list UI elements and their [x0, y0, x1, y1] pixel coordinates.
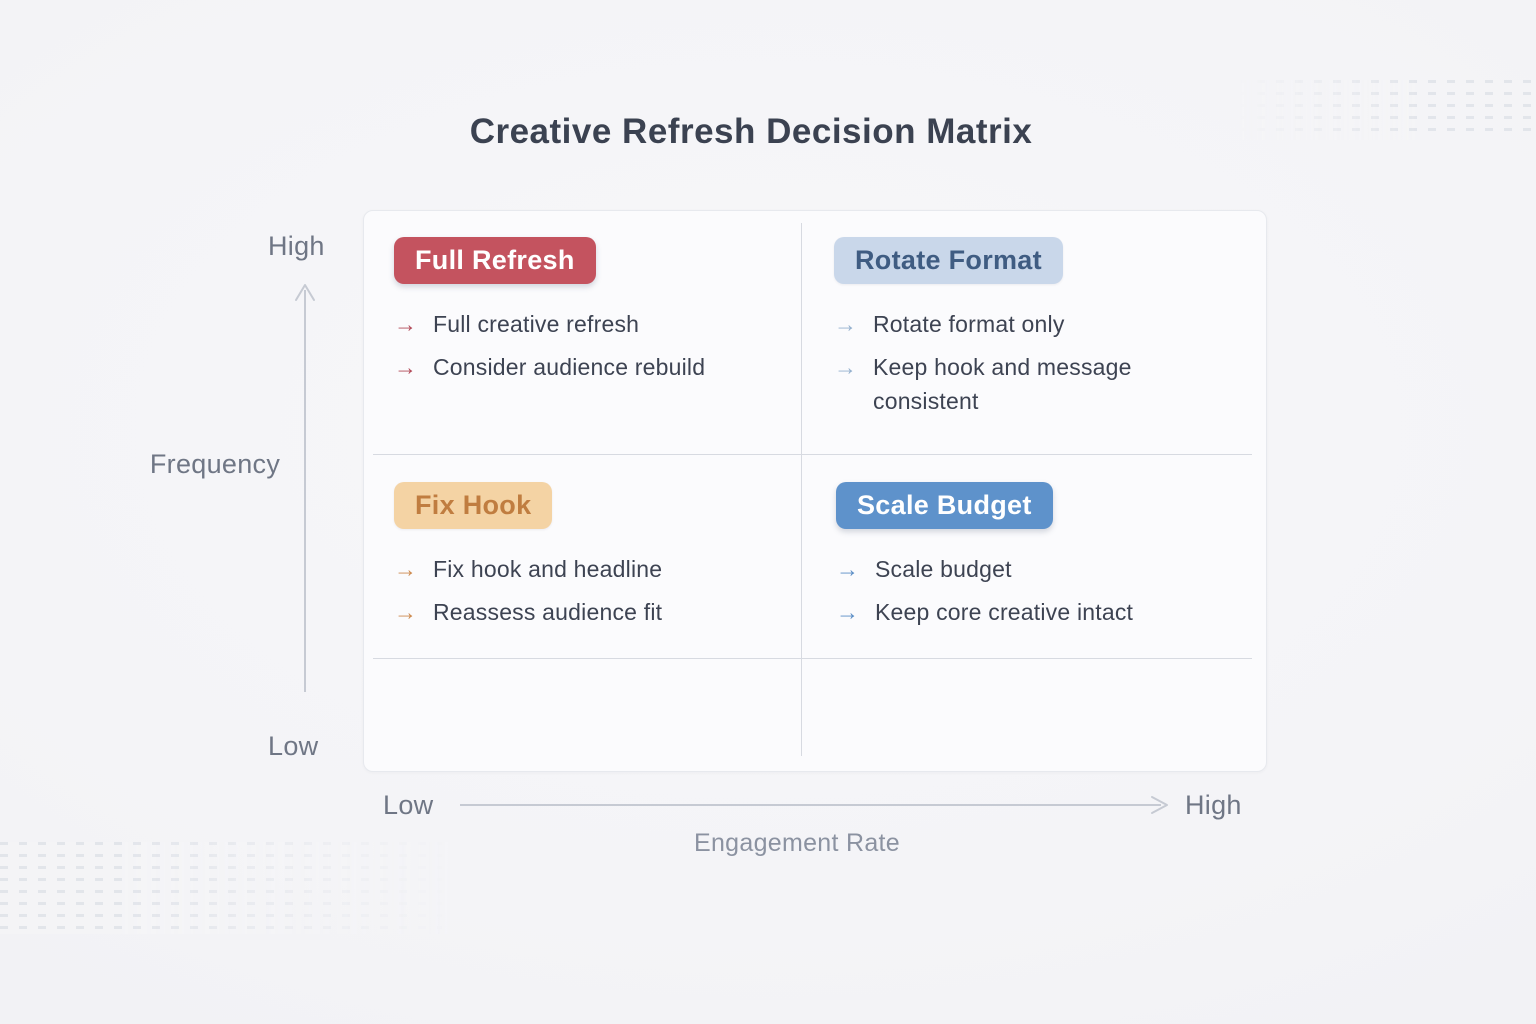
- arrow-right-icon: →: [394, 311, 418, 337]
- arrow-right-icon: →: [836, 599, 860, 625]
- list-item: → Keep core creative intact: [836, 595, 1221, 629]
- quadrant-item-list: → Fix hook and headline → Reassess audie…: [394, 552, 779, 629]
- list-item-text: Fix hook and headline: [433, 556, 663, 582]
- list-item-text: Full creative refresh: [433, 311, 640, 337]
- page-title: Creative Refresh Decision Matrix: [469, 112, 1033, 151]
- quadrant-badge: Scale Budget: [836, 482, 1053, 529]
- quadrant-item-list: → Scale budget → Keep core creative inta…: [836, 552, 1221, 629]
- y-axis-label: Frequency: [149, 449, 281, 479]
- arrow-right-icon: →: [394, 556, 418, 582]
- list-item: → Full creative refresh: [394, 307, 779, 341]
- y-axis-arrow-icon: [295, 284, 315, 692]
- quadrant-bottom-right: Scale Budget → Scale budget → Keep core …: [836, 482, 1221, 629]
- quadrant-bottom-left: Fix Hook → Fix hook and headline → Reass…: [394, 482, 779, 629]
- arrow-right-icon: →: [394, 599, 418, 625]
- list-item: → Fix hook and headline: [394, 552, 779, 586]
- arrow-right-icon: →: [836, 556, 860, 582]
- list-item-text: Rotate format only: [873, 311, 1065, 337]
- list-item: → Rotate format only: [834, 307, 1206, 341]
- x-axis-label: Engagement Rate: [693, 829, 901, 857]
- divider-vertical: [801, 223, 802, 756]
- list-item: → Consider audience rebuild: [394, 350, 779, 384]
- list-item-text: Keep hook and message consistent: [873, 354, 1132, 414]
- arrow-right-icon: →: [834, 354, 858, 380]
- quadrant-item-list: → Full creative refresh → Consider audie…: [394, 307, 779, 384]
- arrow-right-icon: →: [834, 311, 858, 337]
- quadrant-badge: Full Refresh: [394, 237, 596, 284]
- x-axis-arrow-icon: [460, 796, 1168, 814]
- x-axis-high-label: High: [1185, 790, 1242, 820]
- x-axis-low-label: Low: [383, 790, 434, 820]
- quadrant-badge: Rotate Format: [834, 237, 1063, 284]
- list-item-text: Keep core creative intact: [875, 599, 1134, 625]
- divider-horizontal-top: [373, 454, 1252, 455]
- decor-dashes-bottom-left: [0, 842, 480, 934]
- decor-dashes-top-right: [1238, 80, 1536, 140]
- list-item: → Reassess audience fit: [394, 595, 779, 629]
- list-item-text: Consider audience rebuild: [433, 354, 706, 380]
- decision-matrix-card: Full Refresh → Full creative refresh → C…: [363, 210, 1267, 772]
- quadrant-top-right: Rotate Format → Rotate format only → Kee…: [834, 237, 1206, 418]
- list-item-text: Scale budget: [875, 556, 1012, 582]
- divider-horizontal-bottom: [373, 658, 1252, 659]
- list-item: → Scale budget: [836, 552, 1221, 586]
- y-axis-high-label: High: [268, 231, 325, 261]
- list-item: → Keep hook and message consistent: [834, 350, 1206, 418]
- y-axis-low-label: Low: [268, 731, 319, 761]
- quadrant-item-list: → Rotate format only → Keep hook and mes…: [834, 307, 1206, 418]
- list-item-text: Reassess audience fit: [433, 599, 663, 625]
- quadrant-badge: Fix Hook: [394, 482, 553, 529]
- quadrant-top-left: Full Refresh → Full creative refresh → C…: [394, 237, 779, 384]
- arrow-right-icon: →: [394, 354, 418, 380]
